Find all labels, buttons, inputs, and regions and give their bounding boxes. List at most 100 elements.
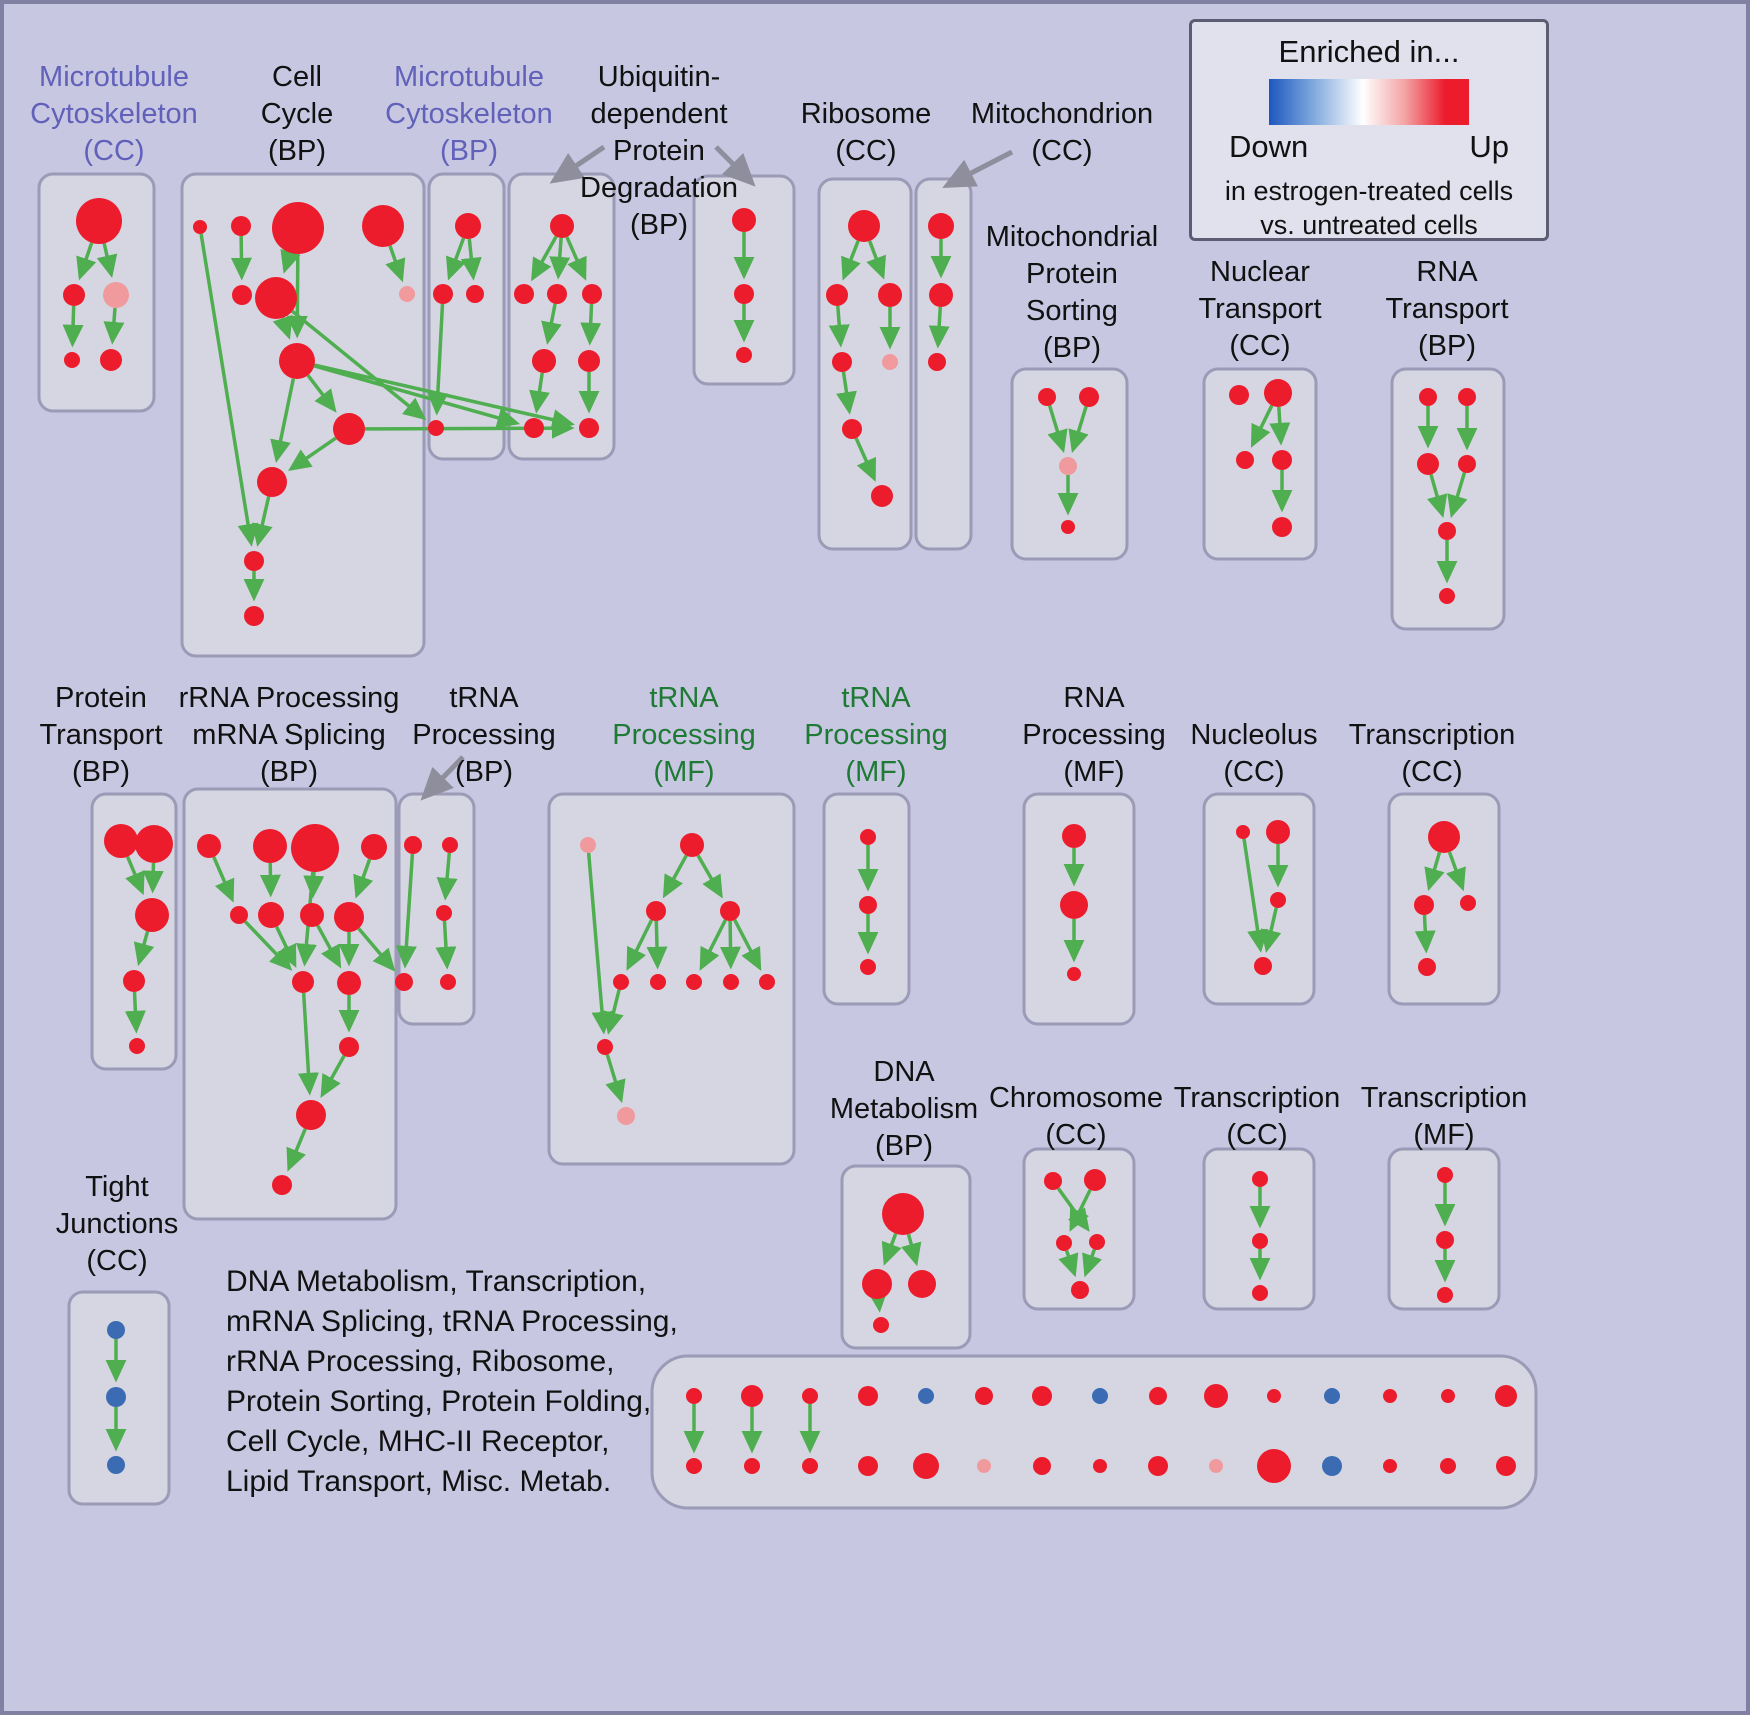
gene-node-red [1440, 1458, 1456, 1474]
gene-node-red [842, 419, 862, 439]
gene-node-red [680, 833, 704, 857]
edge-arrow [541, 303, 562, 345]
gene-node-red [1093, 1459, 1107, 1473]
gene-node-red [333, 413, 365, 445]
edge-arrow [928, 306, 950, 349]
gene-node-red [123, 970, 145, 992]
gene-node-red [646, 901, 666, 921]
label-pointer-arrow [714, 145, 756, 187]
gene-node-red [433, 284, 453, 304]
gene-node-red [862, 1269, 892, 1299]
gene-node-red [64, 352, 80, 368]
gene-node-red [272, 1175, 292, 1195]
gene-node-red [362, 205, 404, 247]
gene-node-pink [617, 1107, 635, 1125]
gene-node-red [230, 906, 248, 924]
gene-node-pink [399, 286, 415, 302]
edge-arrow [603, 989, 624, 1035]
gene-node-red [1038, 388, 1056, 406]
edge-arrow [313, 364, 521, 428]
gene-node-red [361, 834, 387, 860]
edge-arrow [605, 1054, 626, 1104]
gene-node-red [859, 896, 877, 914]
edge-arrow [314, 363, 575, 430]
gene-node-red [1033, 1457, 1051, 1475]
edge-arrow [124, 991, 146, 1034]
cluster-box-trna-processing-mf-large [547, 792, 796, 1166]
edge-arrow [626, 919, 654, 971]
gene-node-red [1460, 895, 1476, 911]
edge-arrow [529, 372, 550, 414]
gene-node-red [1414, 895, 1434, 915]
gene-node-red [296, 1100, 326, 1130]
cluster-box-misc-clusters [650, 1354, 1538, 1510]
gene-node-red [744, 1458, 760, 1474]
gene-node-red [928, 213, 954, 239]
legend-gradient-bar [1269, 79, 1469, 125]
edge-arrow [212, 856, 235, 903]
gene-node-red [1062, 824, 1086, 848]
gene-node-red [258, 902, 284, 928]
edge-arrow [841, 240, 861, 281]
edge-arrow [549, 237, 571, 280]
edge-arrow [828, 305, 850, 348]
gene-node-red [334, 902, 364, 932]
edge-arrow [353, 858, 374, 899]
gene-node-blue [106, 1387, 126, 1407]
edge-arrow [1427, 474, 1448, 519]
edge-arrow [901, 1233, 922, 1267]
gene-node-red [1061, 520, 1075, 534]
label-pointer-arrow [420, 755, 465, 801]
edge-arrow [385, 245, 406, 283]
node-layer [63, 198, 1517, 1483]
edge-arrow [1242, 838, 1269, 953]
gene-node-red [848, 210, 880, 242]
gene-node-red [524, 418, 544, 438]
gene-node-red [882, 1193, 924, 1235]
edge-arrow [316, 924, 342, 969]
edge-arrow [395, 853, 417, 969]
edge-arrow [1446, 851, 1466, 892]
gene-node-red [1067, 967, 1081, 981]
gene-node-red [1252, 1171, 1268, 1187]
gene-node-red [741, 1385, 763, 1407]
gene-node-red [613, 974, 629, 990]
gene-node-red [547, 284, 567, 304]
gene-node-red [720, 901, 740, 921]
gene-node-red [193, 220, 207, 234]
gene-node-red [579, 418, 599, 438]
gene-node-red [244, 551, 264, 571]
gene-node-red [395, 973, 413, 991]
gene-node-red [442, 837, 458, 853]
edge-arrow [1058, 1250, 1079, 1278]
gene-node-red [1458, 455, 1476, 473]
legend-subtitle-line2: vs. untreated cells [1260, 210, 1478, 240]
edge-arrow [696, 854, 723, 899]
gene-node-red [1252, 1285, 1268, 1301]
gene-node-red [272, 202, 324, 254]
edge-layer [62, 232, 1478, 1454]
gene-node-red [129, 1038, 145, 1054]
edge-arrow [76, 242, 97, 281]
edge-arrow [867, 1288, 889, 1313]
gene-node-red [291, 824, 339, 872]
gene-node-red [578, 350, 600, 372]
gene-node-red [279, 343, 315, 379]
gene-node-red [1257, 1449, 1291, 1483]
gene-node-blue [918, 1388, 934, 1404]
gene-node-red [858, 1456, 878, 1476]
gene-node-red [650, 974, 666, 990]
gene-node-red [1417, 453, 1439, 475]
edge-arrow [297, 992, 319, 1096]
gene-node-red [440, 974, 456, 990]
gene-node-red [244, 606, 264, 626]
gene-node-red [871, 485, 893, 507]
legend-up-label: Up [1469, 129, 1509, 164]
gene-node-red [1252, 1233, 1268, 1249]
gene-node-red [550, 214, 574, 238]
gene-node-red [76, 198, 122, 244]
gene-node-red [1436, 1231, 1454, 1249]
gene-node-red [1441, 1389, 1455, 1403]
gene-node-red [873, 1317, 889, 1333]
gene-node-red [339, 1037, 359, 1057]
